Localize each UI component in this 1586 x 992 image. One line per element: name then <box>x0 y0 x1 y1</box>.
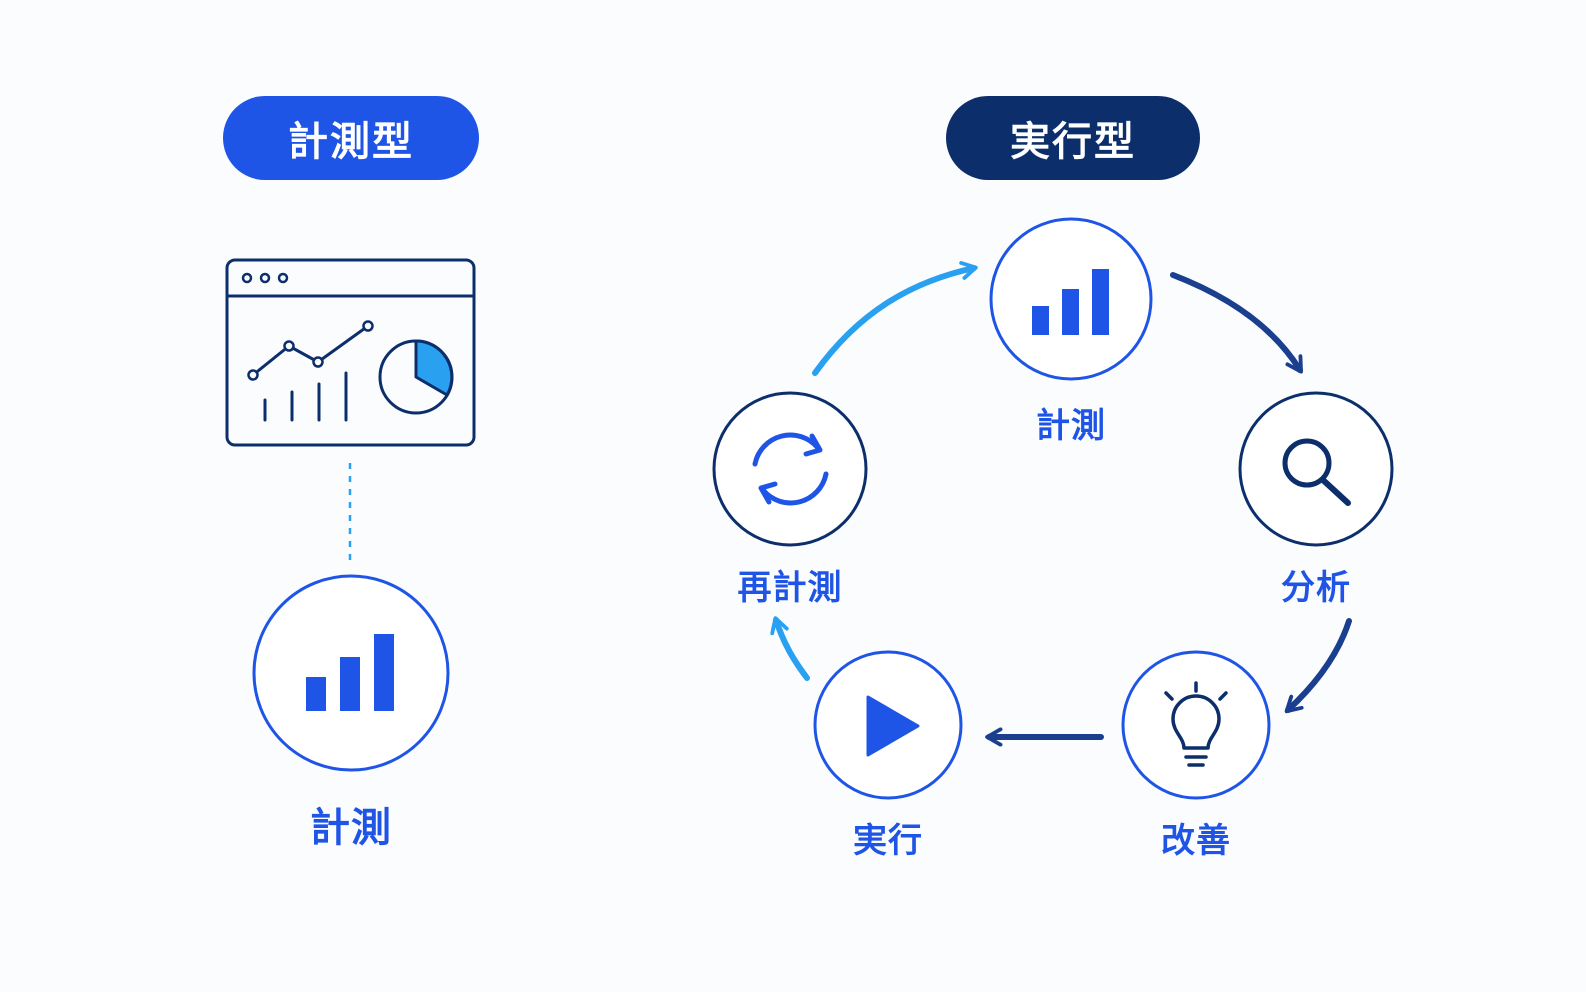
left-section-title: 計測型 <box>223 96 479 180</box>
lightbulb-icon <box>1164 681 1228 767</box>
refresh-icon <box>752 432 829 506</box>
left-measure-node <box>252 574 450 772</box>
magnifier-icon <box>1282 438 1351 506</box>
right-section-title: 実行型 <box>946 96 1200 180</box>
bar-chart-icon <box>1032 269 1109 335</box>
cycle-label-execute: 実行 <box>853 821 923 861</box>
cycle-label-measure: 計測 <box>1036 406 1106 446</box>
arrow-measure-to-analyze <box>1170 272 1303 374</box>
arrow-remeasure-to-measure <box>812 261 978 376</box>
left-node-label: 計測 <box>310 805 392 851</box>
arrow-analyze-to-improve <box>1284 618 1352 714</box>
bar-chart-icon <box>306 634 394 711</box>
cycle-node-execute <box>813 650 963 800</box>
cycle-node-analyze <box>1238 391 1394 547</box>
cycle-node-improve <box>1121 650 1271 800</box>
play-icon <box>866 695 920 757</box>
cycle-node-measure <box>989 217 1153 381</box>
cycle-label-remeasure: 再計測 <box>737 568 843 608</box>
dashboard-window-icon <box>225 258 476 447</box>
cycle-node-remeasure <box>712 391 868 547</box>
cycle-label-analyze: 分析 <box>1281 568 1351 608</box>
cycle-label-improve: 改善 <box>1161 821 1231 861</box>
arrow-execute-to-remeasure <box>770 616 810 681</box>
